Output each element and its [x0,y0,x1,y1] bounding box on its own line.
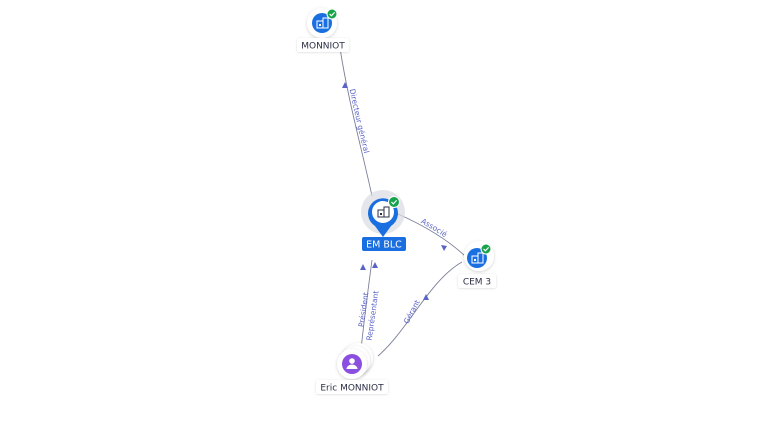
node-eric-monniot[interactable]: Eric MONNIOT [316,343,388,394]
node-monniot-label: MONNIOT [301,42,345,52]
verified-check-icon [480,243,492,255]
arrow-icon [372,262,378,268]
edge-eric-em-blc[interactable]: Président Représentant [357,259,381,351]
node-em-blc[interactable]: EM BLC [361,190,406,251]
arrow-icon [360,264,366,270]
company-icon [377,206,390,218]
edge-eric-cem3[interactable]: Gérant [377,261,463,357]
node-eric-circle [342,354,362,374]
edge-label-directeur-general: Directeur général [348,88,371,154]
node-em-blc-label: EM BLC [366,240,402,251]
svg-text:Associé: Associé [420,217,450,240]
node-eric-monniot-label: Eric MONNIOT [320,384,384,394]
svg-text:Directeur général: Directeur général [348,88,371,154]
verified-check-icon [326,8,338,20]
company-icon [471,252,484,264]
arrow-icon [423,294,429,300]
arrow-icon [441,245,447,251]
person-icon [346,358,358,369]
edge-label-associe: Associé [420,217,450,240]
node-monniot[interactable]: MONNIOT [297,8,349,52]
company-icon [316,17,329,29]
verified-check-icon [388,196,400,208]
node-cem3-label: CEM 3 [463,278,491,288]
edge-em-blc-cem3[interactable]: Associé [397,213,466,257]
arrow-icon [342,82,348,88]
edge-monniot-em-blc[interactable]: Directeur général [339,47,373,197]
node-cem3[interactable]: CEM 3 [458,241,496,288]
edge-label-gerant: Gérant [402,298,422,325]
